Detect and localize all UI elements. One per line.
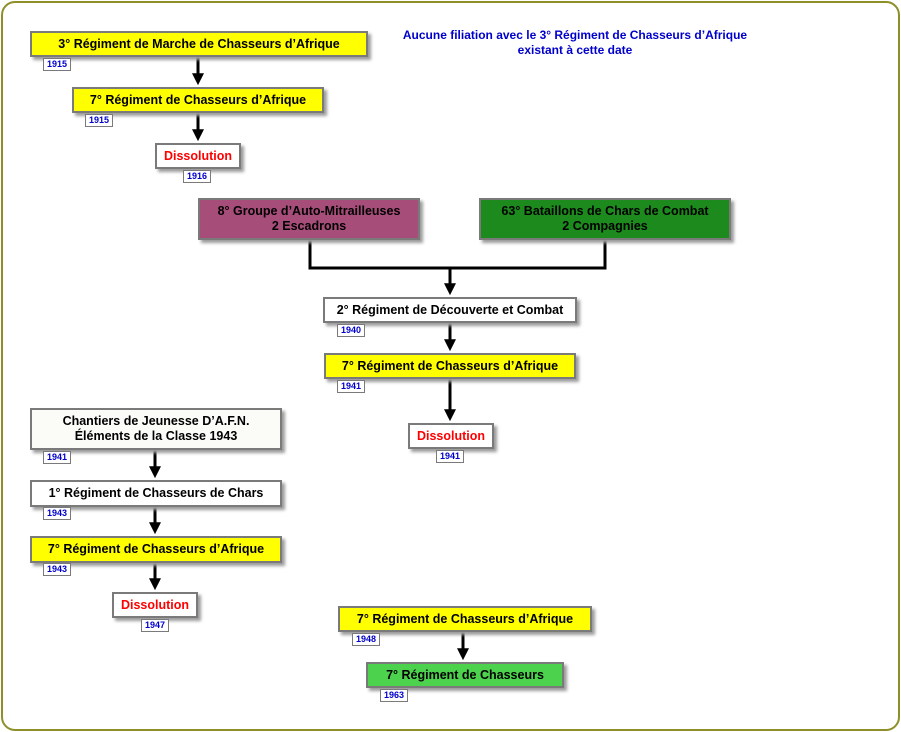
node-chantiers-jeunesse: Chantiers de Jeunesse D’A.F.N. Éléments …	[30, 408, 282, 450]
date-badge: 1941	[337, 380, 365, 393]
node-label: Dissolution	[416, 428, 486, 443]
node-label: 2° Régiment de Découverte et Combat	[336, 302, 564, 317]
note-line-2: existant à cette date	[517, 43, 633, 57]
node-label: 7° Régiment de Chasseurs d’Afrique	[356, 611, 574, 626]
note-line-1: Aucune filiation avec le 3° Régiment de …	[402, 28, 748, 42]
date-badge: 1940	[337, 324, 365, 337]
node-2rdc: 2° Régiment de Découverte et Combat	[323, 297, 577, 323]
date-badge: 1963	[380, 689, 408, 702]
date-badge: 1943	[43, 563, 71, 576]
date-badge: 1915	[85, 114, 113, 127]
node-dissolution-1916: Dissolution	[155, 143, 241, 169]
node-label-line1: 63° Bataillons de Chars de Combat	[501, 204, 709, 218]
merge-connector	[308, 240, 607, 270]
date-badge: 1941	[43, 451, 71, 464]
date-badge: 1941	[436, 450, 464, 463]
date-badge: 1943	[43, 507, 71, 520]
date-badge: 1915	[43, 58, 71, 71]
node-label-line2: 2 Compagnies	[562, 219, 648, 233]
node-label: 7° Régiment de Chasseurs d’Afrique	[341, 358, 559, 373]
node-label: 3° Régiment de Marche de Chasseurs d’Afr…	[58, 36, 340, 51]
node-63bcc: 63° Bataillons de Chars de Combat 2 Comp…	[479, 198, 731, 240]
date-badge: 1948	[352, 633, 380, 646]
node-label: 1° Régiment de Chasseurs de Chars	[48, 486, 264, 500]
node-3rmca-marche: 3° Régiment de Marche de Chasseurs d’Afr…	[30, 31, 368, 57]
node-label: 7° Régiment de Chasseurs	[386, 667, 544, 682]
node-7rca-1941: 7° Régiment de Chasseurs d’Afrique	[324, 353, 576, 379]
node-dissolution-1941: Dissolution	[408, 423, 494, 449]
node-7rca-1943: 7° Régiment de Chasseurs d’Afrique	[30, 536, 282, 563]
date-badge: 1947	[141, 619, 169, 632]
filiation-note: Aucune filiation avec le 3° Régiment de …	[360, 28, 790, 58]
node-dissolution-1947: Dissolution	[112, 592, 198, 618]
node-label-line2: Éléments de la Classe 1943	[74, 429, 238, 443]
node-7rc-1963: 7° Régiment de Chasseurs	[366, 662, 564, 688]
node-8gam: 8° Groupe d’Auto-Mitrailleuses 2 Escadro…	[198, 198, 420, 240]
node-label: 7° Régiment de Chasseurs d’Afrique	[89, 92, 307, 107]
node-label-line2: 2 Escadrons	[271, 219, 347, 233]
node-label: 7° Régiment de Chasseurs d’Afrique	[47, 542, 265, 556]
node-label-line1: Chantiers de Jeunesse D’A.F.N.	[62, 414, 250, 428]
node-1rcc: 1° Régiment de Chasseurs de Chars	[30, 480, 282, 507]
node-label: Dissolution	[120, 597, 190, 612]
date-badge: 1916	[183, 170, 211, 183]
node-7rca-1915: 7° Régiment de Chasseurs d’Afrique	[72, 87, 324, 113]
node-label-line1: 8° Groupe d’Auto-Mitrailleuses	[217, 204, 401, 218]
node-label: Dissolution	[163, 148, 233, 163]
node-7rca-1948: 7° Régiment de Chasseurs d’Afrique	[338, 606, 592, 632]
